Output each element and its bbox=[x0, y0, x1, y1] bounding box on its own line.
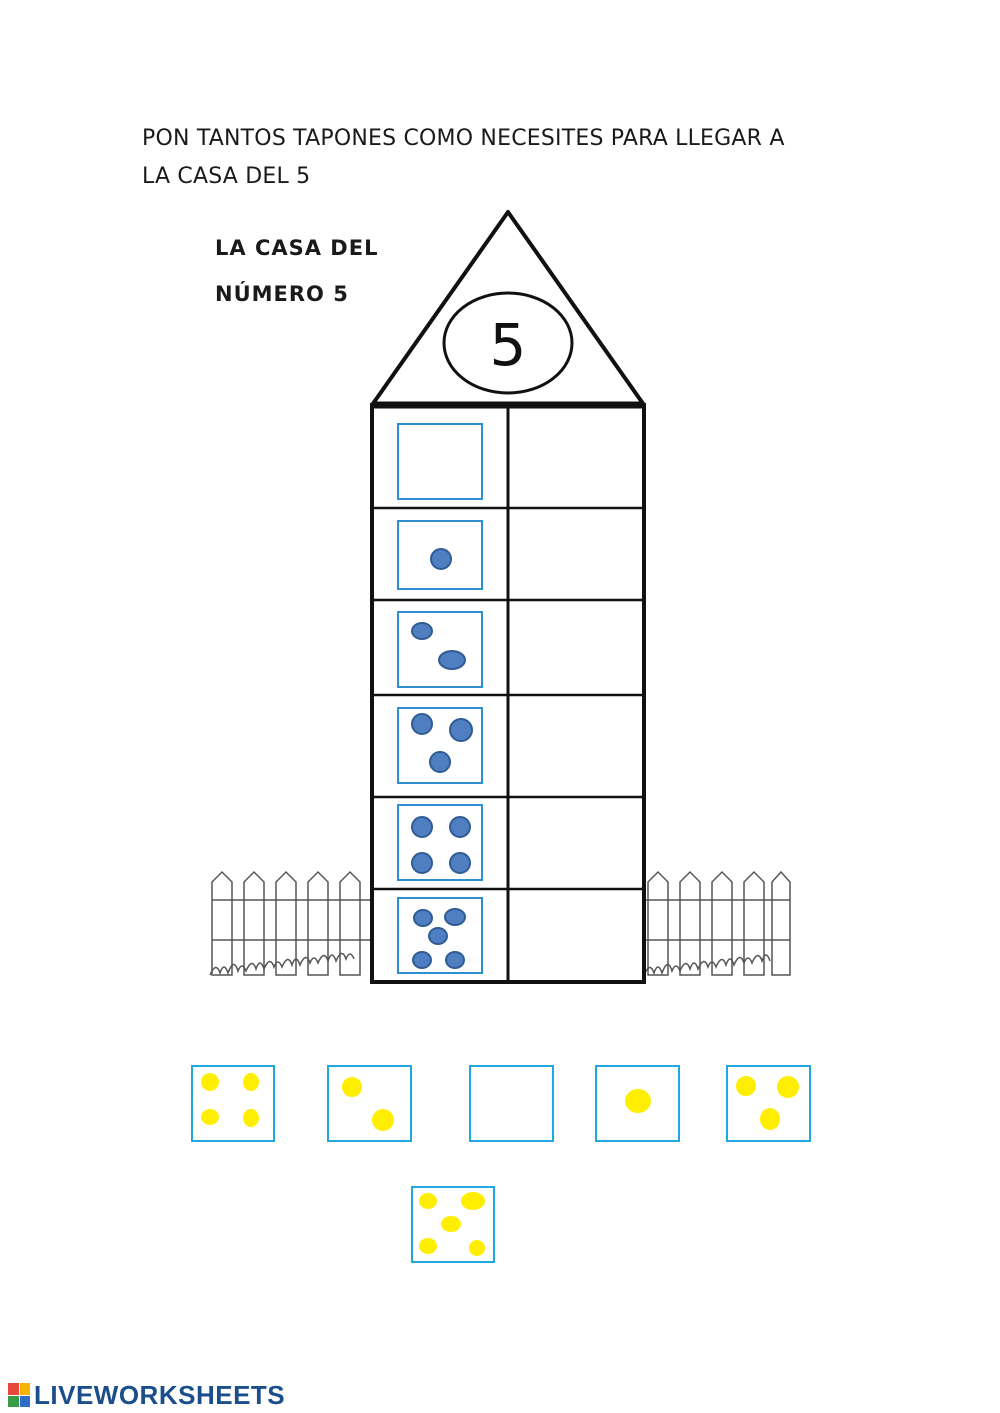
drop-zone-row-6[interactable] bbox=[512, 892, 640, 978]
card-dot bbox=[201, 1073, 219, 1091]
house-dot bbox=[449, 852, 471, 874]
card-dot bbox=[201, 1109, 219, 1125]
house-dot bbox=[411, 622, 433, 640]
liveworksheets-logo[interactable]: LIVEWORKSHEETS bbox=[8, 1380, 285, 1410]
logo-text: LIVEWORKSHEETS bbox=[34, 1379, 286, 1410]
drop-zone-row-3[interactable] bbox=[512, 603, 640, 692]
instruction-text: PON TANTOS TAPONES COMO NECESITES PARA L… bbox=[142, 120, 862, 196]
card-dot bbox=[243, 1073, 259, 1091]
house-dot bbox=[411, 816, 433, 838]
house-dot bbox=[445, 951, 465, 969]
card-dot bbox=[342, 1077, 362, 1097]
house-dot bbox=[444, 908, 466, 926]
card-dot bbox=[372, 1109, 394, 1131]
fence-left bbox=[209, 870, 372, 976]
instruction-line-2: LA CASA DEL 5 bbox=[142, 164, 311, 189]
house-dot bbox=[411, 852, 433, 874]
draggable-card-0-dots[interactable] bbox=[469, 1065, 554, 1142]
card-dot bbox=[469, 1240, 485, 1256]
logo-mark-icon bbox=[8, 1383, 30, 1407]
house-card-5 bbox=[397, 897, 483, 974]
card-dot bbox=[419, 1238, 437, 1254]
house-drawing bbox=[209, 210, 791, 984]
card-dot bbox=[625, 1089, 651, 1113]
drop-zone-row-1[interactable] bbox=[512, 409, 640, 505]
draggable-card-1-dot[interactable] bbox=[595, 1065, 680, 1142]
house-dot bbox=[430, 548, 452, 570]
house-card-2 bbox=[397, 611, 483, 688]
house-card-3 bbox=[397, 707, 483, 784]
house-dot bbox=[429, 751, 451, 773]
roof-number-oval bbox=[442, 291, 574, 395]
house-title: LA CASA DEL NÚMERO 5 bbox=[215, 225, 435, 317]
house-dot bbox=[438, 650, 466, 670]
instruction-line-1: PON TANTOS TAPONES COMO NECESITES PARA L… bbox=[142, 126, 785, 151]
card-dot bbox=[777, 1076, 799, 1098]
drop-zone-row-5[interactable] bbox=[512, 800, 640, 886]
draggable-card-5-dots[interactable] bbox=[411, 1186, 495, 1263]
house-card-1 bbox=[397, 520, 483, 590]
draggable-card-2-dots[interactable] bbox=[327, 1065, 412, 1142]
card-dot bbox=[736, 1076, 756, 1096]
roof-number: 5 bbox=[489, 311, 527, 379]
drop-zone-row-4[interactable] bbox=[512, 698, 640, 794]
house-dot bbox=[412, 951, 432, 969]
house-card-0 bbox=[397, 423, 483, 500]
draggable-card-3-dots[interactable] bbox=[726, 1065, 811, 1142]
card-dot bbox=[461, 1192, 485, 1210]
card-dot bbox=[243, 1109, 259, 1127]
house-dot bbox=[449, 718, 473, 742]
fence-right bbox=[643, 870, 791, 976]
house-dot bbox=[428, 927, 448, 945]
card-dot bbox=[419, 1193, 437, 1209]
card-dot bbox=[441, 1216, 461, 1232]
card-dot bbox=[760, 1108, 780, 1130]
house-dot bbox=[411, 713, 433, 735]
house-title-line-2: NÚMERO 5 bbox=[215, 282, 349, 306]
drop-zone-row-2[interactable] bbox=[512, 511, 640, 597]
house-card-4 bbox=[397, 804, 483, 881]
house-dot bbox=[449, 816, 471, 838]
house-title-line-1: LA CASA DEL bbox=[215, 236, 379, 260]
house-dot bbox=[413, 909, 433, 927]
draggable-card-4-dots[interactable] bbox=[191, 1065, 275, 1142]
